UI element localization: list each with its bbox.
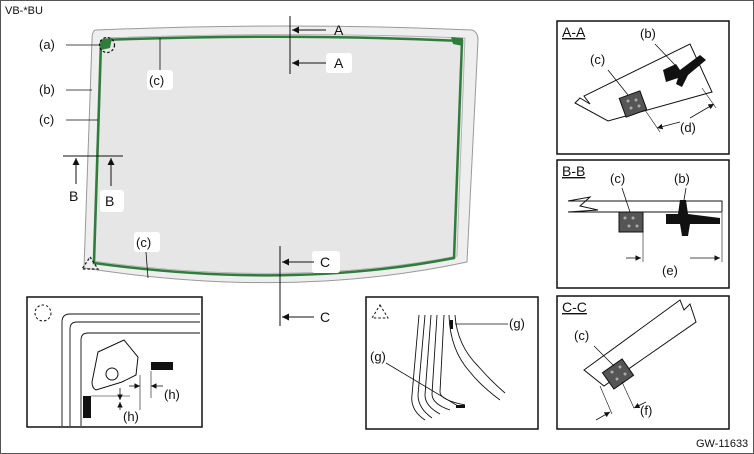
section-b-right-label: B [105,193,114,209]
corner-dam-left [100,38,112,50]
detail-triangle-marker [80,255,100,270]
section-bb-c: (c) [610,171,625,186]
section-aa-b: (b) [640,26,656,41]
section-aa-title: A-A [562,24,586,40]
section-bb-panel: B-B (c) (b) (e) [556,159,730,289]
detail-triangle-icon [371,304,389,319]
section-bb-e: (e) [662,263,678,278]
detail-circle-panel: (h) (h) [26,296,203,428]
section-cc-f: (f) [640,403,652,418]
section-aa-c: (c) [590,52,605,67]
bead-stub-horizontal [151,362,173,370]
callout-c-top: (c) [149,73,164,88]
section-bb-b: (b) [674,171,690,186]
section-bb-title: B-B [562,163,585,179]
callout-c-left: (c) [39,112,54,127]
windshield-main-view: (a) (b) (c) (c) (c) A A B B C [39,16,479,326]
callout-c-bottom: (c) [136,235,151,250]
section-a-lower-label: A [334,55,344,71]
detail-g-left: (g) [370,349,386,364]
section-aa-panel: A-A (b) (c) (d) [556,20,730,155]
corner-dam-right [451,37,463,46]
callout-b: (b) [39,82,55,97]
detail-h-right: (h) [164,387,180,402]
adhesive-bead [92,35,464,277]
section-b-left-label: B [69,188,78,204]
detail-triangle-panel: (g) (g) [365,296,539,430]
detail-h-bottom: (h) [123,409,139,424]
section-cc-panel: C-C (c) (f) [556,295,730,430]
section-c-lower-label: C [320,309,330,325]
callout-a: (a) [39,37,55,52]
section-a-upper-label: A [334,22,344,38]
section-cc-c: (c) [574,328,589,343]
detail-circle-icon [34,304,52,322]
detail-g-top: (g) [509,316,525,331]
figure-id: GW-11633 [696,438,748,450]
bead-stub-vertical [83,396,91,418]
section-cc-title: C-C [562,299,587,315]
section-aa-d: (d) [680,120,696,135]
corner-dam-piece [91,339,139,391]
section-c-upper-label: C [320,254,330,270]
model-code: VB-*BU [5,5,43,17]
ceramic-band [92,34,466,274]
